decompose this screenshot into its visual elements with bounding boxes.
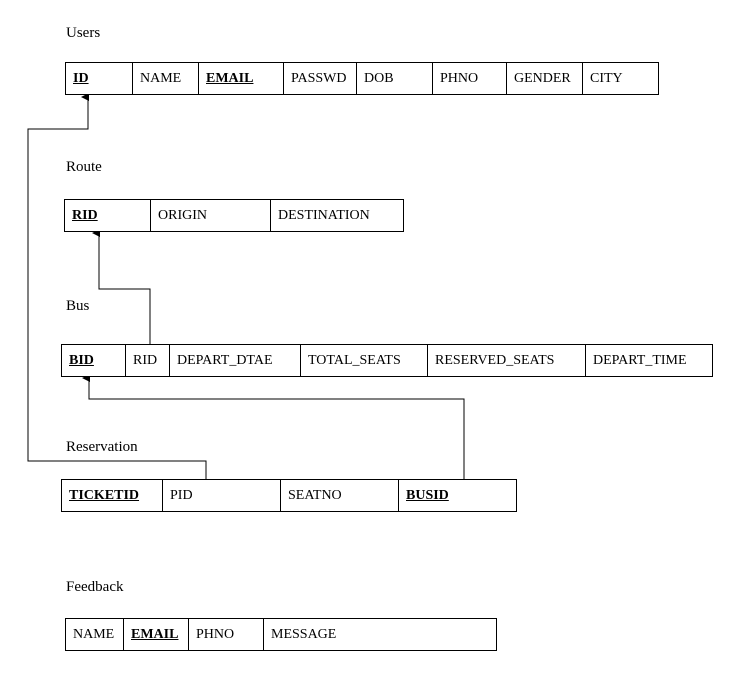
route-table-title: Route — [66, 159, 102, 175]
users-col-dob: DOB — [357, 63, 433, 94]
route-col-origin: ORIGIN — [151, 200, 271, 231]
users-table: ID NAME EMAIL PASSWD DOB PHNO GENDER CIT… — [65, 62, 659, 95]
route-col-rid: RID — [65, 200, 151, 231]
users-col-id: ID — [66, 63, 133, 94]
users-col-city: CITY — [590, 71, 623, 86]
feedback-col-name: NAME — [66, 619, 124, 650]
users-col-passwd: PASSWD — [284, 63, 357, 94]
feedback-col-phno: PHNO — [189, 619, 264, 650]
users-col-phno: PHNO — [433, 63, 507, 94]
link-bus-rid-to-route-rid — [92, 229, 151, 344]
users-table-title: Users — [66, 25, 101, 41]
bus-col-bid: BID — [62, 345, 126, 376]
bus-table: BID RID DEPART_DTAE TOTAL_SEATS RESERVED… — [61, 344, 713, 377]
feedback-table: NAME EMAIL PHNO MESSAGE — [65, 618, 497, 651]
bus-col-reserved-seats: RESERVED_SEATS — [428, 345, 586, 376]
route-col-destination: DESTINATION — [278, 208, 370, 223]
reservation-col-seatno: SEATNO — [281, 480, 399, 511]
reservation-col-ticketid: TICKETID — [62, 480, 163, 511]
reservation-table-title: Reservation — [66, 439, 138, 455]
bus-col-rid: RID — [126, 345, 170, 376]
reservation-col-pid: PID — [163, 480, 281, 511]
feedback-col-email: EMAIL — [124, 619, 189, 650]
bus-col-depart-dtae: DEPART_DTAE — [170, 345, 301, 376]
reservation-col-busid: BUSID — [406, 488, 449, 503]
users-col-name: NAME — [133, 63, 199, 94]
link-reservation-pid-to-users-id — [27, 93, 207, 479]
link-reservation-busid-to-bus-bid — [82, 374, 465, 479]
route-table: RID ORIGIN DESTINATION — [64, 199, 404, 232]
feedback-col-message: MESSAGE — [271, 627, 337, 642]
users-col-gender: GENDER — [507, 63, 583, 94]
reservation-table: TICKETID PID SEATNO BUSID — [61, 479, 517, 512]
bus-table-title: Bus — [66, 298, 90, 314]
users-col-email: EMAIL — [199, 63, 284, 94]
bus-col-total-seats: TOTAL_SEATS — [301, 345, 428, 376]
feedback-table-title: Feedback — [66, 579, 124, 595]
bus-col-depart-time: DEPART_TIME — [593, 353, 687, 368]
